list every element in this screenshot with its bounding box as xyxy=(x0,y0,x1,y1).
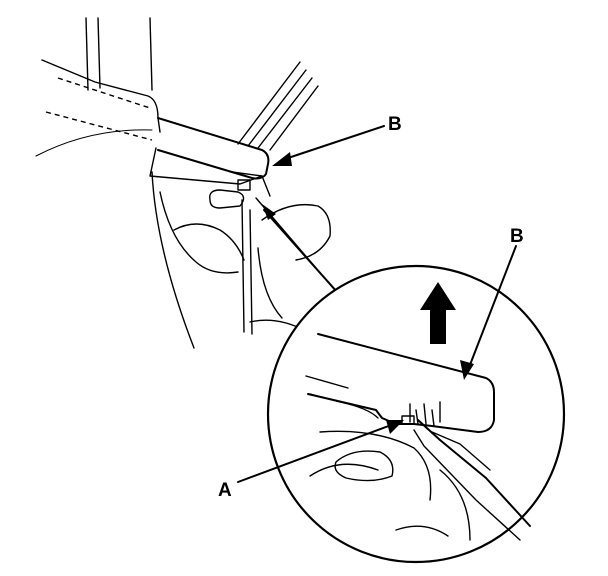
zoom-trim-panel xyxy=(307,333,495,433)
callout-b-top: B xyxy=(272,114,402,166)
callout-a: A xyxy=(218,420,404,501)
callout-b-zoom: B xyxy=(460,226,524,380)
label-a: A xyxy=(218,480,232,501)
label-b-zoom: B xyxy=(510,226,524,247)
detail-zoom-view xyxy=(266,264,566,564)
leader-arrowhead xyxy=(262,204,276,220)
pull-up-arrow xyxy=(420,282,456,344)
label-b-top: B xyxy=(388,114,402,135)
pry-tool xyxy=(417,419,531,527)
pillar-trim-assembly xyxy=(35,17,331,349)
